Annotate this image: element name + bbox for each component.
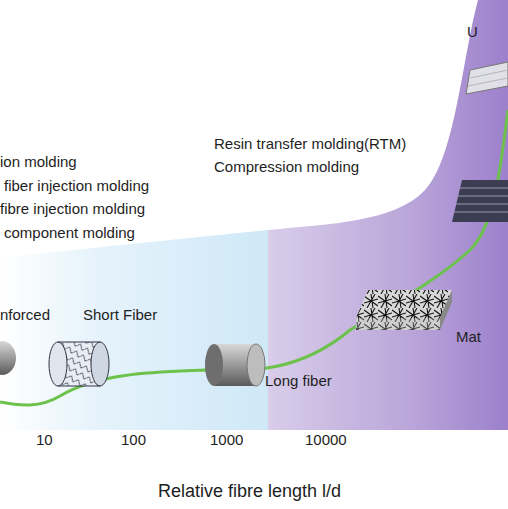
reinforcement-label: Long fiber (265, 372, 332, 389)
reinforcement-label: U (467, 23, 478, 40)
axis-tick: 100 (121, 431, 146, 448)
axis-tick: 10 (36, 431, 53, 448)
process-label: fiber injection molding (4, 177, 149, 194)
reinforcement-label: Short Fiber (83, 306, 157, 323)
process-label: ion molding (0, 153, 77, 170)
reinforcement-label: nforced (0, 306, 50, 323)
process-label: component molding (4, 224, 135, 241)
axis-title: Relative fibre length l/d (158, 481, 341, 502)
process-label: fibre injection molding (0, 200, 145, 217)
reinforcement-label: Mat (456, 328, 481, 345)
axis-tick: 10000 (305, 431, 347, 448)
process-label: Compression molding (214, 158, 359, 175)
axis-tick: 1000 (210, 431, 243, 448)
process-label: Resin transfer molding(RTM) (214, 135, 406, 152)
